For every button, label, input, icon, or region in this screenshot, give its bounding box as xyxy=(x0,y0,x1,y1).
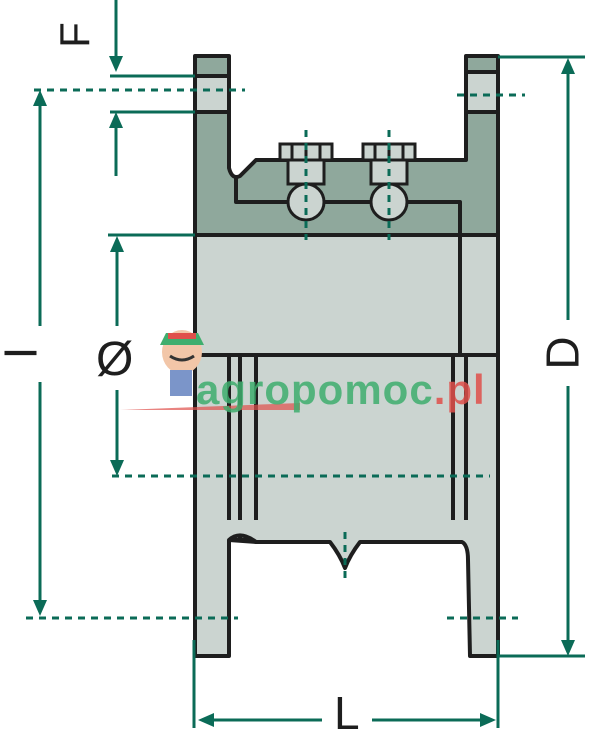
coupling-body xyxy=(193,54,500,658)
farmer-mascot-icon xyxy=(120,330,300,410)
watermark-suffix: pl xyxy=(446,366,486,413)
dimension-label-D: D xyxy=(536,336,589,370)
dimension-label-diameter: Ø xyxy=(96,333,134,386)
center-lines xyxy=(26,88,525,620)
bolt-left xyxy=(278,142,334,222)
watermark-main: agropomoc xyxy=(196,366,434,413)
watermark-dot: . xyxy=(433,366,447,413)
dimension-lines xyxy=(33,0,585,728)
dimension-label-F: F xyxy=(50,22,98,48)
dimension-label-L: L xyxy=(334,687,360,739)
watermark: agropomoc.pl xyxy=(196,366,486,414)
dimension-label-I: I xyxy=(0,347,46,360)
